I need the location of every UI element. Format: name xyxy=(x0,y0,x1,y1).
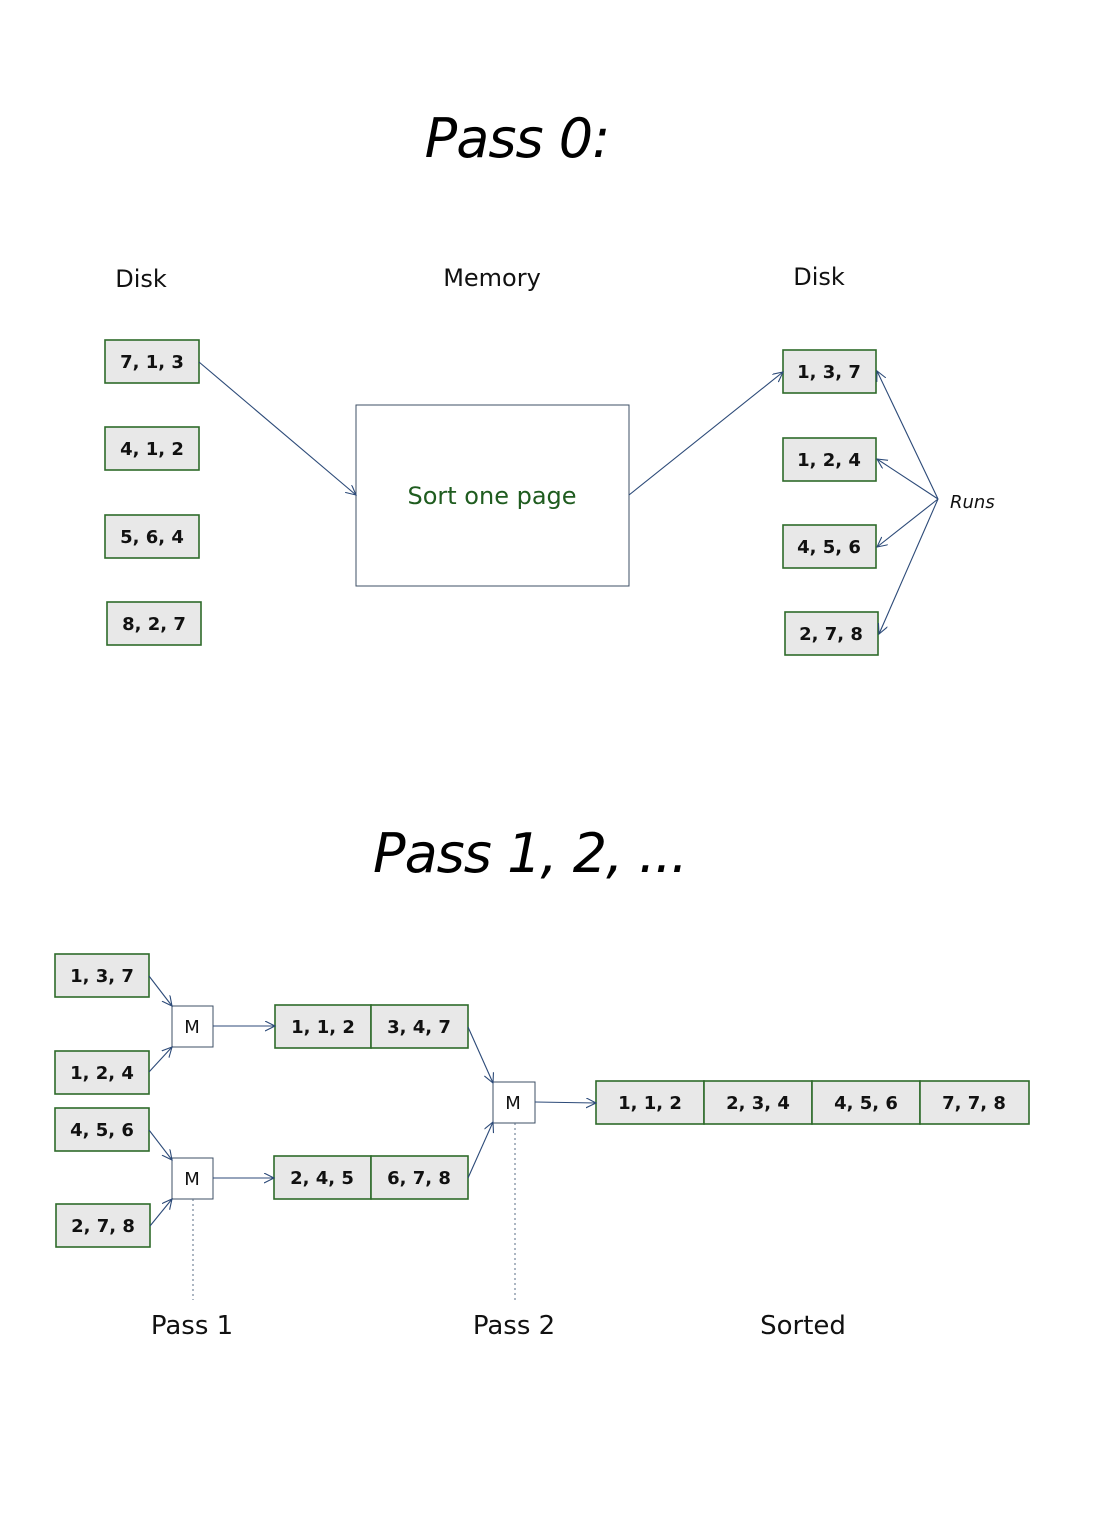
merge-label: M xyxy=(505,1093,521,1114)
page-label: 1, 2, 4 xyxy=(797,450,861,471)
pass0-title: Pass 0: xyxy=(425,107,610,170)
pass1-title: Pass 1, 2, ... xyxy=(373,822,687,885)
memory-label: Memory xyxy=(443,264,541,292)
arrow-run-to-merge xyxy=(149,1199,172,1227)
page-label: 1, 1, 2 xyxy=(618,1093,682,1114)
page-label: 8, 2, 7 xyxy=(122,614,186,635)
page-label: 2, 4, 5 xyxy=(290,1168,354,1189)
run-page: 1, 3, 7 xyxy=(782,349,877,394)
arrow-merge-to-sorted xyxy=(534,1102,596,1103)
run-page: 4, 5, 6 xyxy=(782,524,877,569)
merge-label: M xyxy=(184,1169,200,1190)
page-label: 7, 1, 3 xyxy=(120,352,184,373)
page-label: 4, 5, 6 xyxy=(797,537,861,558)
merge-node: M xyxy=(492,1081,536,1124)
merge-node: M xyxy=(171,1005,214,1048)
sorted-run: 1, 1, 2 2, 3, 4 4, 5, 6 7, 7, 8 xyxy=(595,1080,1030,1125)
page-label: 4, 5, 6 xyxy=(70,1120,134,1141)
run-page: 4, 5, 6 xyxy=(54,1107,150,1152)
input-page: 8, 2, 7 xyxy=(106,601,202,646)
memory-box: Sort one page xyxy=(355,404,630,587)
page-label: 5, 6, 4 xyxy=(120,527,184,548)
arrow-runs-label xyxy=(879,498,939,634)
run-page: 2, 7, 8 xyxy=(784,611,879,656)
pass2-label: Pass 2 xyxy=(473,1311,555,1341)
page-label: 6, 7, 8 xyxy=(387,1168,451,1189)
page-label: 3, 4, 7 xyxy=(387,1017,451,1038)
arrow-run-to-merge xyxy=(148,1129,172,1160)
page-label: 7, 7, 8 xyxy=(942,1093,1006,1114)
run-page: 1, 3, 7 xyxy=(54,953,150,998)
arrow-run-to-merge xyxy=(148,1047,172,1073)
page-label: 1, 2, 4 xyxy=(70,1063,134,1084)
arrow-runs-label xyxy=(877,459,939,500)
page-label: 1, 3, 7 xyxy=(797,362,861,383)
arrow-run-to-merge xyxy=(467,1122,493,1179)
run-page: 1, 2, 4 xyxy=(54,1050,150,1095)
runs-label: Runs xyxy=(950,492,995,513)
merge-node: M xyxy=(171,1157,214,1200)
merge-label: M xyxy=(184,1017,200,1038)
page-label: 4, 1, 2 xyxy=(120,439,184,460)
page-label: 4, 5, 6 xyxy=(834,1093,898,1114)
page-label: 1, 1, 2 xyxy=(291,1017,355,1038)
input-page: 4, 1, 2 xyxy=(104,426,200,471)
input-page: 5, 6, 4 xyxy=(104,514,200,559)
arrow-runs-label xyxy=(877,371,939,500)
input-page: 7, 1, 3 xyxy=(104,339,200,384)
sorted-label: Sorted xyxy=(760,1311,846,1341)
merged-run: 1, 1, 2 3, 4, 7 xyxy=(274,1004,469,1049)
run-page: 2, 7, 8 xyxy=(55,1203,151,1248)
arrow-run-to-merge xyxy=(467,1026,493,1083)
page-label: 2, 7, 8 xyxy=(799,624,863,645)
page-label: 1, 3, 7 xyxy=(70,966,134,987)
pass1-label: Pass 1 xyxy=(151,1311,233,1341)
page-label: 2, 3, 4 xyxy=(726,1093,790,1114)
arrow-runs-label xyxy=(877,498,939,547)
page-label: 2, 7, 8 xyxy=(71,1216,135,1237)
merged-run: 2, 4, 5 6, 7, 8 xyxy=(273,1155,469,1200)
run-page: 1, 2, 4 xyxy=(782,437,877,482)
memory-box-label: Sort one page xyxy=(407,482,576,510)
arrow-run-to-merge xyxy=(148,975,172,1006)
disk-input-label: Disk xyxy=(115,265,167,293)
arrow-memory-to-disk xyxy=(628,372,783,496)
arrow-input-to-memory xyxy=(198,361,356,495)
disk-output-label: Disk xyxy=(793,263,845,291)
